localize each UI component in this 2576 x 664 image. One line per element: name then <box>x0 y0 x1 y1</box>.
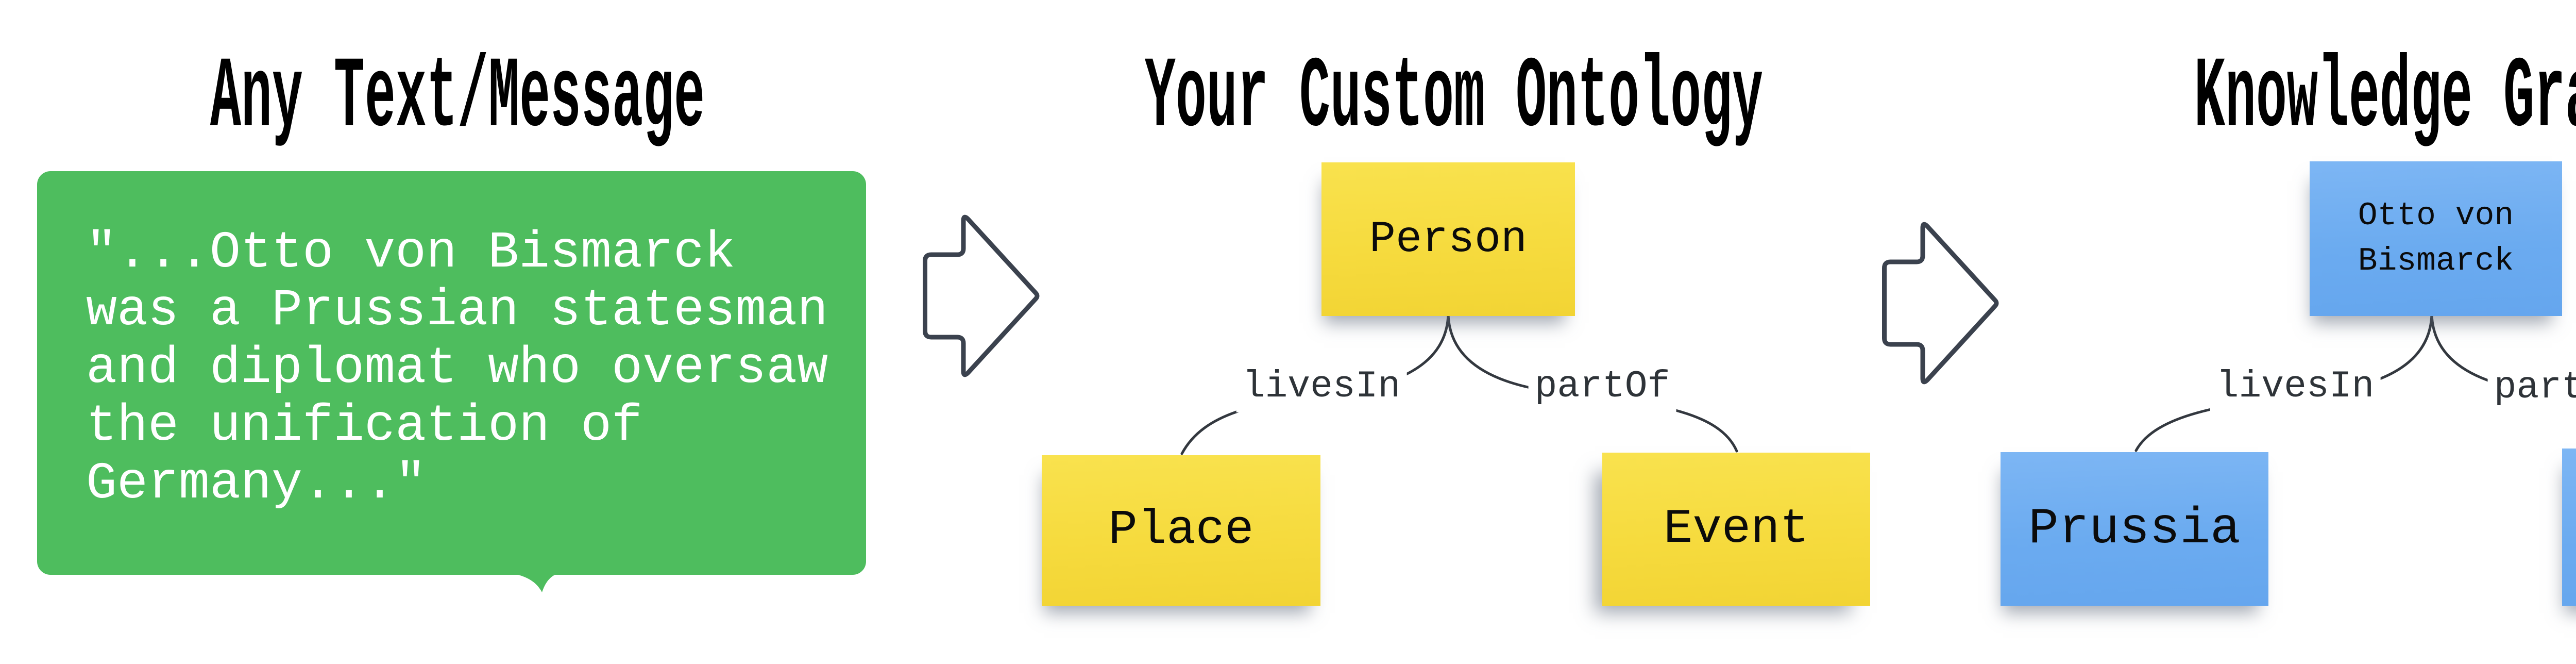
edge-label-graph-livesin: livesIn <box>2210 361 2381 412</box>
sticky-note-label: Person <box>1369 214 1528 264</box>
sticky-note-label: Prussia <box>2028 500 2241 558</box>
flow-arrow-icon-1 <box>923 214 1040 377</box>
sticky-note-place: Place <box>1042 455 1320 606</box>
sticky-note-label: Event <box>1663 502 1809 557</box>
edge-label-ontology-livesin: livesIn <box>1236 361 1407 412</box>
speech-bubble: "...Otto von Bismarck was a Prussian sta… <box>37 171 866 575</box>
sticky-note-label: Place <box>1108 503 1254 558</box>
sticky-note-label: Otto von Bismarck <box>2358 197 2514 279</box>
sticky-note-label: German unification <box>2574 485 2576 570</box>
sticky-note-prussia: Prussia <box>2001 452 2268 606</box>
speech-bubble-text: "...Otto von Bismarck was a Prussian sta… <box>86 224 828 513</box>
section-title-your-custom-ontology: Your Custom Ontology <box>1144 42 1764 156</box>
sticky-note-german-unification: German unification <box>2562 449 2576 606</box>
sticky-note-event: Event <box>1602 453 1870 606</box>
section-title-any-text-message: Any Text/Message <box>210 42 705 156</box>
sticky-note-otto-von-bismarck: Otto von Bismarck <box>2310 161 2562 316</box>
section-title-knowledge-graph: Knowledge Graph <box>2194 42 2576 156</box>
flow-arrow-icon-2 <box>1882 222 1999 385</box>
sticky-note-person: Person <box>1321 162 1575 316</box>
edge-label-graph-partof: partOf <box>2487 362 2576 413</box>
edge-label-ontology-partof: partOf <box>1528 361 1676 412</box>
